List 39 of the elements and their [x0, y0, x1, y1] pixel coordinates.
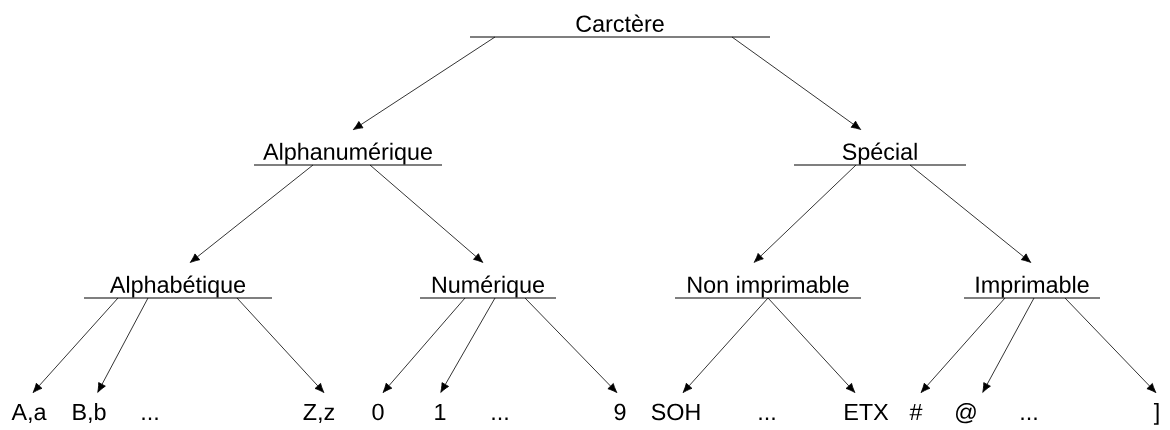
arrow	[1064, 297, 1157, 394]
underlined-heading: Imprimable	[963, 275, 1101, 299]
underlined-heading: Alphanumérique	[253, 142, 443, 166]
arrow	[682, 297, 769, 393]
underlined-heading: Carctère	[469, 14, 771, 38]
arrow	[982, 297, 1035, 393]
leaf-text: 0	[372, 403, 384, 421]
arrow	[97, 297, 149, 393]
arrow	[920, 297, 1006, 393]
leaf-text: 9	[614, 403, 626, 421]
underlined-heading: Spécial	[793, 142, 967, 166]
arrow	[909, 164, 1032, 263]
ellipsis-text: ...	[759, 417, 775, 420]
leaf-text: 1	[435, 403, 446, 420]
leaf-text: #	[909, 404, 923, 420]
ellipsis-text: ...	[142, 417, 158, 420]
leaf-text: Z,z	[303, 403, 335, 423]
arrow	[352, 36, 496, 131]
arrow	[189, 164, 314, 263]
underlined-heading: Alphabétique	[83, 275, 273, 299]
arrow	[32, 297, 119, 393]
arrow	[369, 164, 484, 263]
arrow	[382, 297, 466, 393]
leaf-text: ]	[1153, 403, 1159, 425]
underlined-heading: Numérique	[419, 275, 557, 299]
leaf-text: SOH	[651, 403, 700, 421]
ellipsis-text: ...	[492, 417, 508, 420]
arrow	[753, 164, 857, 263]
leaf-text: B,b	[73, 403, 106, 423]
arrow	[767, 297, 856, 393]
arrow	[236, 297, 325, 393]
leaf-text: @	[956, 403, 976, 424]
arrow	[731, 36, 862, 130]
arrow	[524, 297, 618, 394]
underlined-heading: Non imprimable	[674, 275, 862, 299]
leaf-text: ETX	[845, 403, 889, 420]
arrow	[440, 297, 496, 393]
ellipsis-text: ...	[1021, 417, 1037, 420]
leaf-text: A,a	[11, 403, 47, 423]
